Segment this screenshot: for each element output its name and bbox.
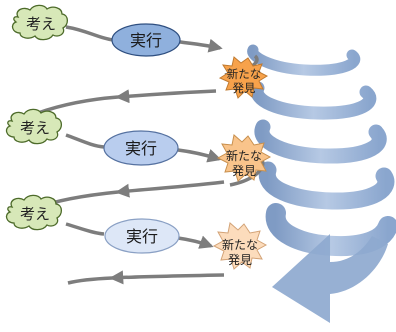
flow-arrow xyxy=(179,38,223,53)
execute-ellipse: 実行 xyxy=(103,130,179,166)
discovery-label-line2: 発見 xyxy=(232,164,256,178)
flow-arrow xyxy=(177,235,214,249)
cycle-1: 考え 実行 新たな 発見 xyxy=(11,4,269,115)
discovery-label-line1: 新たな xyxy=(227,67,262,81)
discovery-burst: 新たな 発見 xyxy=(212,222,268,270)
execute-label: 実行 xyxy=(125,139,157,158)
discovery-label-line1: 新たな xyxy=(226,148,262,163)
cycle-3: 考え 実行 新たな 発見 xyxy=(5,194,268,285)
return-arrow xyxy=(67,276,113,285)
think-cloud: 考え xyxy=(11,4,69,41)
execute-label: 実行 xyxy=(126,227,158,246)
discovery-label-line1: 新たな xyxy=(222,237,258,252)
discovery-burst: 新たな 発見 xyxy=(216,134,272,182)
return-arrow xyxy=(115,180,225,198)
execute-label: 実行 xyxy=(130,31,162,50)
return-arrow xyxy=(115,89,217,104)
discovery-burst: 新たな 発見 xyxy=(218,56,269,99)
execute-ellipse: 実行 xyxy=(104,218,180,254)
return-arrow xyxy=(109,270,225,285)
think-cloud: 考え xyxy=(5,194,63,231)
discovery-label-line2: 発見 xyxy=(228,253,252,267)
flow-arrow xyxy=(229,159,265,187)
think-cloud: 考え xyxy=(5,108,63,145)
flow-arrow xyxy=(65,25,114,42)
think-label: 考え xyxy=(20,119,50,137)
flow-arrow xyxy=(65,222,105,236)
discovery-label-line2: 発見 xyxy=(233,81,256,95)
think-label: 考え xyxy=(20,205,50,223)
spiral-graphic xyxy=(247,44,396,257)
flow-arrow xyxy=(177,148,222,163)
cycle-2: 考え 実行 新たな 発見 xyxy=(5,108,272,210)
spiral-arrowhead xyxy=(272,234,388,323)
flow-arrow xyxy=(65,133,105,149)
think-label: 考え xyxy=(26,15,56,33)
return-arrow xyxy=(37,95,119,115)
execute-ellipse: 実行 xyxy=(111,23,181,57)
